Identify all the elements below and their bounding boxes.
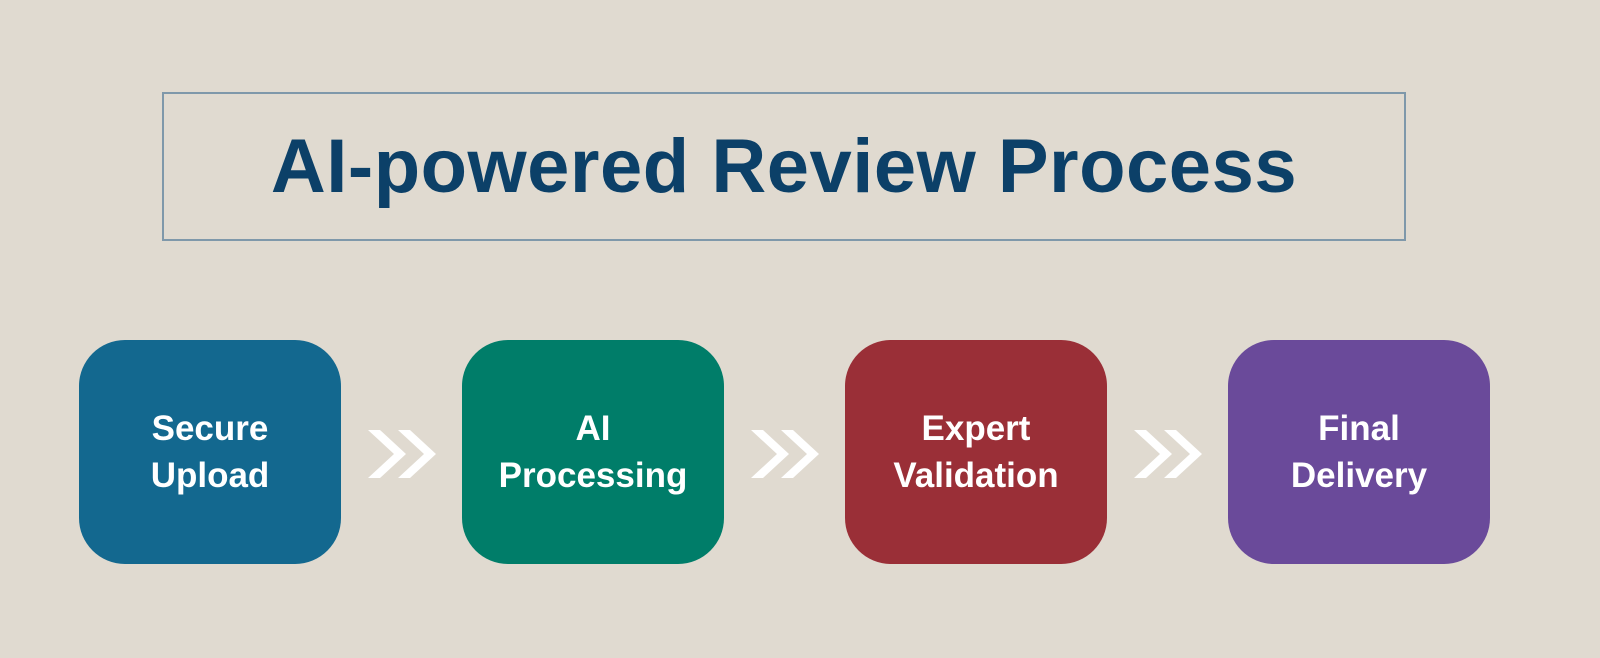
step-label-line1: Secure — [151, 409, 269, 448]
double-chevron-right-icon — [1134, 430, 1202, 478]
step-label-line1: Expert — [921, 409, 1031, 448]
step-label-line2: Upload — [150, 456, 270, 495]
diagram-title: AI-powered Review Process — [270, 124, 1298, 209]
step-label-line2: Processing — [498, 456, 688, 495]
double-chevron-right-icon — [751, 430, 819, 478]
step-label-line2: Delivery — [1290, 456, 1428, 495]
step-label-line1: Final — [1318, 409, 1400, 448]
title-box: AI-powered Review Process — [162, 92, 1406, 241]
step-label-line2: Validation — [893, 456, 1059, 495]
step-label-line1: AI — [575, 409, 611, 448]
double-chevron-right-icon — [368, 430, 436, 478]
step-ai-processing: AI Processing — [462, 340, 724, 564]
